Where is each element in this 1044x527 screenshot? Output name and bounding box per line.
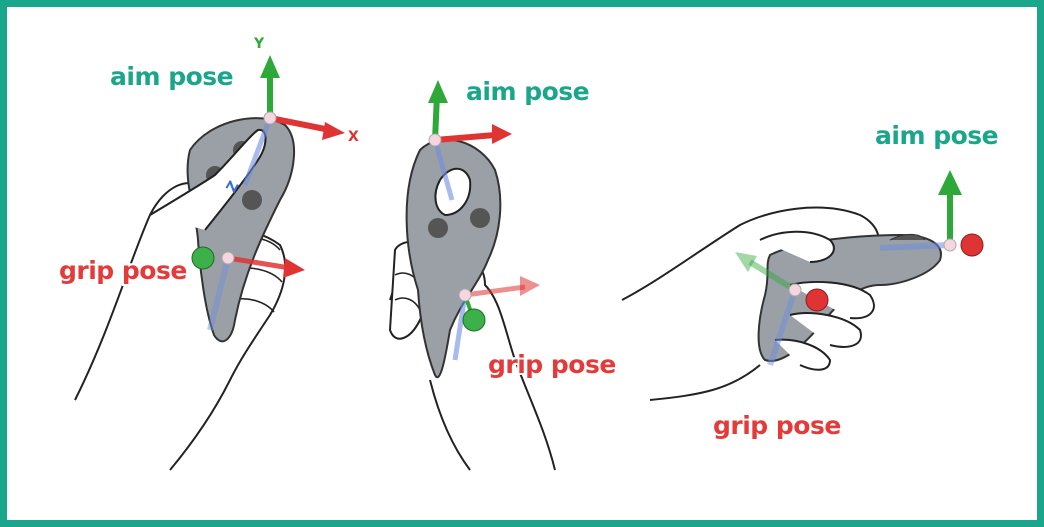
panel-2-aim-pose-label: aim pose (466, 77, 590, 106)
panel-1-grip-pose-label: grip pose (59, 256, 187, 285)
panel-3-grip-pose-label: grip pose (713, 411, 841, 440)
panel-2-grip-pose-label: grip pose (488, 350, 616, 379)
panel-3-illustration (621, 170, 984, 401)
panel-2-illustration (388, 80, 556, 471)
panel-1-axis-x-letter: X (348, 129, 359, 145)
panel-1-axis-y-letter: Y (254, 36, 265, 52)
illustration-canvas (74, 55, 984, 471)
panel-3-aim-pose-label: aim pose (875, 121, 999, 150)
panel-2-controller (405, 138, 502, 379)
panel-1-illustration (74, 55, 345, 471)
panel-3-hand (621, 206, 880, 401)
panel-1-aim-pose-label: aim pose (110, 62, 234, 91)
